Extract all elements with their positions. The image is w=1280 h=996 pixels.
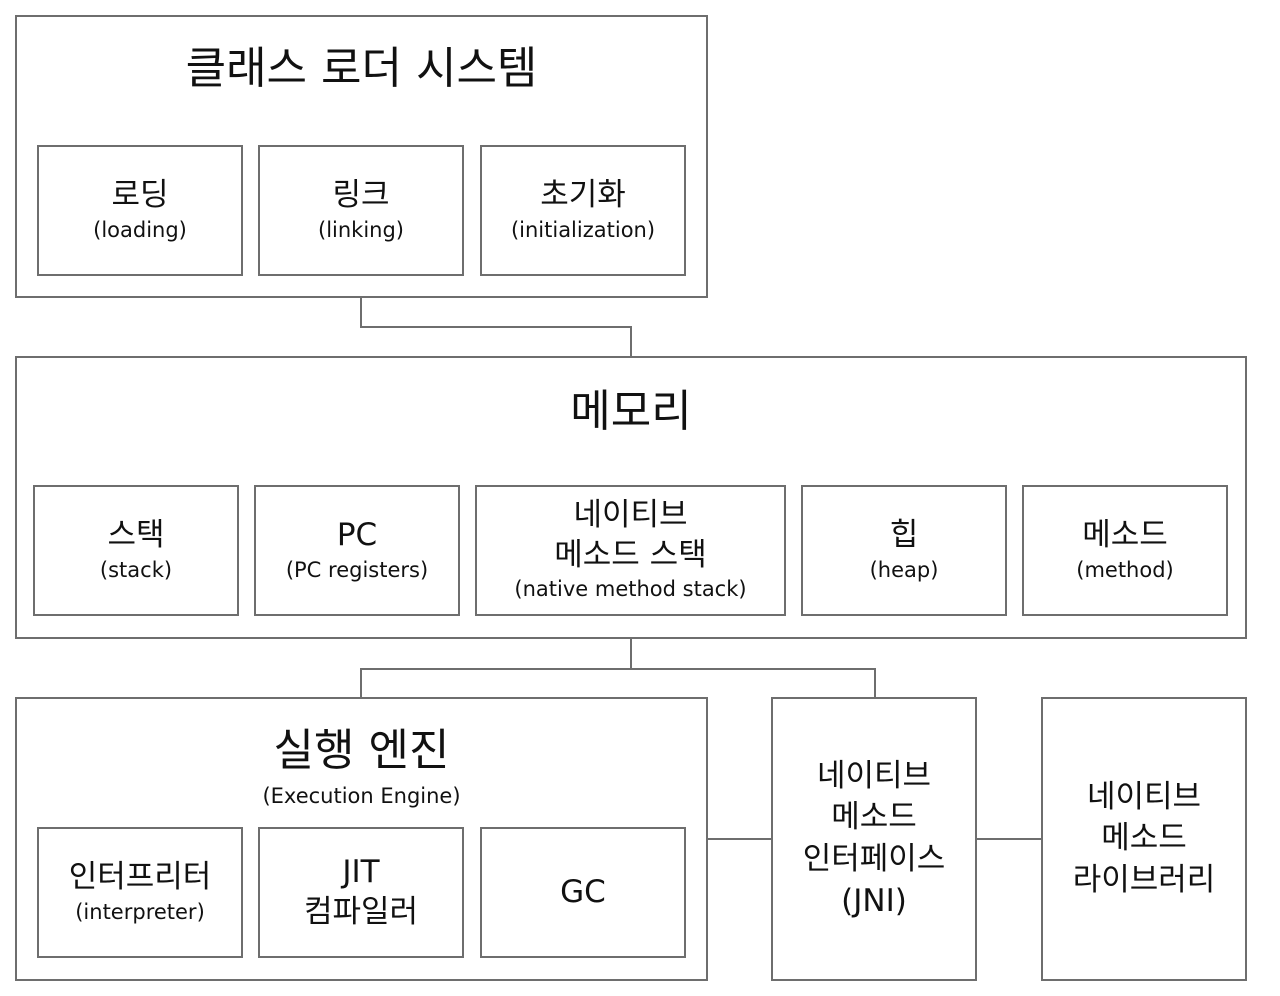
stack-ko-label: 스택 bbox=[107, 516, 165, 553]
initialization-ko-label: 초기화 bbox=[540, 176, 626, 213]
method-area-box: 메소드 (method) bbox=[1022, 485, 1228, 616]
jni-line1: 네이티브 bbox=[816, 757, 932, 794]
gc-label: GC bbox=[560, 873, 606, 910]
method-en-label: (method) bbox=[1076, 557, 1174, 582]
heap-box: 힙 (heap) bbox=[801, 485, 1007, 616]
native-method-stack-box: 네이티브 메소드 스택 (native method stack) bbox=[475, 485, 786, 616]
memory-title: 메모리 bbox=[570, 386, 692, 437]
connector-memory-down bbox=[630, 638, 632, 669]
method-ko-label: 메소드 bbox=[1082, 516, 1168, 553]
loading-ko-label: 로딩 bbox=[111, 176, 169, 213]
class-loader-title: 클래스 로더 시스템 bbox=[185, 43, 538, 94]
connector-engine-jni bbox=[707, 838, 773, 840]
connector-to-jni bbox=[874, 668, 876, 698]
jit-label-line2: 컴파일러 bbox=[303, 893, 419, 930]
native-method-stack-en-label: (native method stack) bbox=[514, 577, 747, 602]
jit-label-line1: JIT bbox=[342, 853, 380, 890]
native-method-stack-ko-line2: 메소드 스택 bbox=[554, 536, 707, 573]
connector-jni-library bbox=[976, 838, 1042, 840]
native-library-line1: 네이티브 bbox=[1086, 778, 1202, 815]
native-method-library-box: 네이티브 메소드 라이브러리 bbox=[1041, 697, 1247, 981]
linking-en-label: (linking) bbox=[318, 217, 404, 242]
gc-box: GC bbox=[480, 827, 686, 958]
native-method-stack-ko-line1: 네이티브 bbox=[573, 497, 688, 534]
interpreter-en-label: (interpreter) bbox=[75, 899, 205, 924]
native-library-line3: 라이브러리 bbox=[1072, 861, 1216, 898]
stack-box: 스택 (stack) bbox=[33, 485, 239, 616]
interpreter-box: 인터프리터 (interpreter) bbox=[37, 827, 243, 958]
execution-engine-subtitle: (Execution Engine) bbox=[262, 784, 461, 808]
connector-to-engine bbox=[360, 668, 362, 698]
connector-loader-down bbox=[360, 297, 362, 327]
connector-memory-up bbox=[630, 326, 632, 357]
linking-box: 링크 (linking) bbox=[258, 145, 464, 276]
pc-ko-label: PC bbox=[336, 516, 378, 553]
jni-box: 네이티브 메소드 인터페이스 (JNI) bbox=[771, 697, 977, 981]
loading-box: 로딩 (loading) bbox=[37, 145, 243, 276]
initialization-box: 초기화 (initialization) bbox=[480, 145, 686, 276]
pc-en-label: (PC registers) bbox=[285, 557, 429, 582]
heap-en-label: (heap) bbox=[869, 557, 939, 582]
jni-line4: (JNI) bbox=[841, 882, 907, 919]
jni-line2: 메소드 bbox=[831, 799, 917, 836]
pc-registers-box: PC (PC registers) bbox=[254, 485, 460, 616]
jni-line3: 인터페이스 bbox=[802, 841, 946, 877]
stack-en-label: (stack) bbox=[99, 557, 173, 582]
execution-engine-title: 실행 엔진 bbox=[273, 725, 450, 776]
linking-ko-label: 링크 bbox=[332, 176, 390, 213]
heap-ko-label: 힙 bbox=[889, 516, 919, 553]
connector-memory-branch bbox=[360, 668, 876, 670]
initialization-en-label: (initialization) bbox=[510, 217, 656, 242]
jit-compiler-box: JIT 컴파일러 bbox=[258, 827, 464, 958]
connector-loader-mid bbox=[360, 326, 632, 328]
native-library-line2: 메소드 bbox=[1101, 820, 1187, 857]
interpreter-ko-label: 인터프리터 bbox=[68, 858, 212, 895]
loading-en-label: (loading) bbox=[93, 217, 187, 242]
